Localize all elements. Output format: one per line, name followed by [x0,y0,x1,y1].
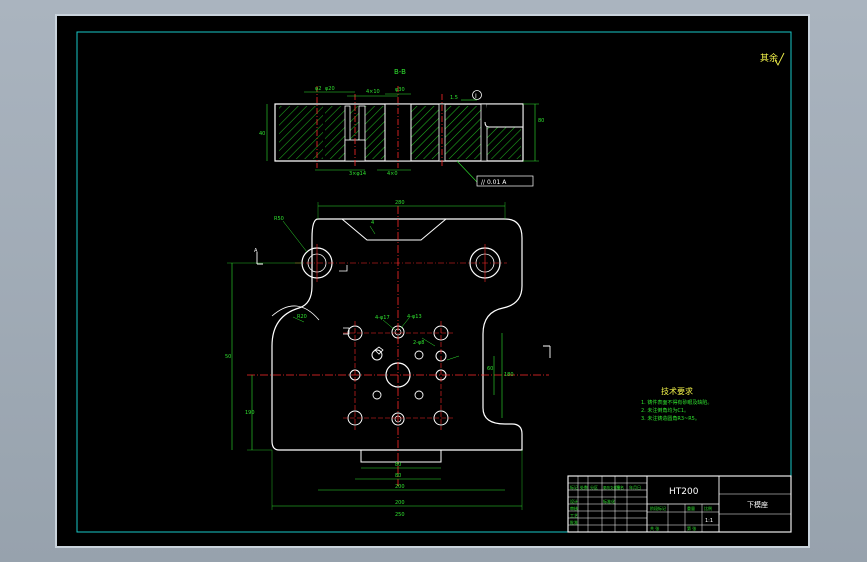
section-dim-bottom-1: 3×φ14 [349,171,366,177]
roughness-note: 其余 [760,52,778,64]
flatness-frame [476,175,534,187]
plan-datum-mark: A [254,248,258,254]
plan-note-holes-1: 4-φ17 [375,315,390,321]
plan-dim-v-2: 190 [245,410,255,416]
plan-dim-h-5: 200 [395,500,405,506]
tb-part-name: 下模座 [747,500,768,509]
plan-dim-v-4: 60 [487,366,493,372]
plan-dim-v-3: 180 [504,372,514,378]
detail-callout: Ⅰ [475,93,477,100]
drawing-frame [76,31,792,533]
plan-dim-h-4: 200 [395,484,405,490]
section-view [266,86,539,171]
roughness-symbol [774,52,785,66]
plan-dim-h-1: 280 [395,200,405,206]
tb-label-4: 更改文件号 [603,485,621,490]
tech-req-item-3: 3. 未注铸造圆角R3~R5。 [641,415,700,422]
plan-note-holes-2: 4-φ13 [407,314,422,320]
tb-label-3: 分区 [590,484,598,490]
plan-view [227,202,551,510]
title-block [567,475,792,533]
section-dim-top-3: 4×10 [366,89,380,95]
tb-label-7: 设计 [570,498,578,504]
tb-label-1: 标记 [570,484,578,490]
section-dim-top-1: φ2 [315,86,321,92]
plan-dim-h-6: 250 [395,512,405,518]
tb-label-12: 阶段标记 [650,505,666,511]
drawing-sheet: 其余 B-B φ2 [55,14,810,548]
plan-dim-h-2: 80 [395,462,401,468]
tb-material: HT200 [669,487,699,497]
tb-label-10: 批准 [570,519,578,525]
tb-label-14: 比例 [704,505,712,511]
section-dim-top-5: 1.5 [450,95,458,101]
section-dim-top-4: φ30 [395,87,405,93]
plan-note-r50: R50 [274,216,284,222]
flatness-leader [456,160,478,183]
plan-note-r20: R20 [297,314,307,320]
tb-label-2: 处数 [580,484,588,490]
tb-label-8: 审核 [570,505,578,511]
flatness-label: // 0.01 A [481,179,507,186]
tb-label-15: 共 张 [650,525,659,531]
plan-note-depth: 4 [371,220,374,226]
tb-scale: 1:1 [705,518,713,524]
section-dim-side-right: 80 [538,118,544,124]
tb-label-16: 第 张 [687,525,696,531]
tb-label-5: 签名 [616,484,624,490]
plan-dim-v-1: 50 [225,354,231,360]
tb-label-9: 工艺 [570,513,578,518]
cad-drawing: 其余 B-B φ2 [76,31,792,533]
section-dim-bottom-2: 4×0 [387,171,398,177]
section-label: B-B [394,68,406,76]
tech-req-title: 技术要求 [661,386,693,396]
tb-label-6: 年月日 [629,484,641,490]
tb-label-13: 重量 [687,505,695,511]
section-dim-top-2: φ20 [325,86,335,92]
tb-label-11: 标准化 [603,498,615,504]
tech-req-item-1: 1. 铸件表面不得有砂眼及缺陷。 [641,399,712,406]
section-dim-side-left: 40 [259,131,265,137]
tech-req-item-2: 2. 未注倒角均为C1。 [641,407,689,414]
plan-dim-h-3: 80 [395,473,401,479]
detail-callout-circle [472,90,482,100]
plan-note-holes-3: 2-φ8 [413,340,424,346]
